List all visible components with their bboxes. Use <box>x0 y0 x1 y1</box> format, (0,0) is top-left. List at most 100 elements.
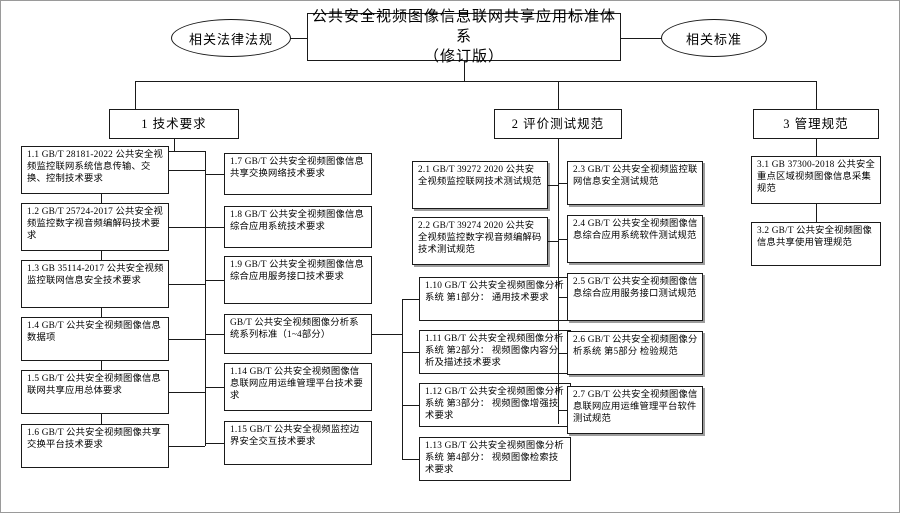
connector-1-15 <box>205 443 224 444</box>
connector-1-9 <box>205 280 224 281</box>
connector-root-stem <box>464 61 465 81</box>
leaf-text-2-4: 2.4 GB/T 公共安全视频图像信息综合应用系统软件测试规范 <box>573 219 698 241</box>
leaf-text-1-8: 1.8 GB/T 公共安全视频图像信息综合应用系统技术要求 <box>230 210 365 232</box>
leaf-text-analysis-series: GB/T 公共安全视频图像分析系统系列标准（1~4部分） <box>230 318 359 340</box>
leaf-text-1-13: 1.13 GB/T 公共安全视频图像分析系统 第4部分： 视频图像检索技术要求 <box>425 441 564 475</box>
category-label-eval: 2 评价测试规范 <box>511 117 605 131</box>
connector-1-5 <box>169 392 205 393</box>
leaf-box-1-5: 1.5 GB/T 公共安全视频图像信息联网共享应用总体要求 <box>21 370 169 414</box>
leaf-text-1-6: 1.6 GB/T 公共安全视频图像共享交换平台技术要求 <box>27 428 162 450</box>
connector-1-4 <box>169 339 205 340</box>
leaf-box-1-13: 1.13 GB/T 公共安全视频图像分析系统 第4部分： 视频图像检索技术要求 <box>419 437 571 481</box>
related-laws-ellipse: 相关法律法规 <box>171 19 291 57</box>
connector-main-bus <box>135 81 817 82</box>
connector-1-13 <box>402 459 419 460</box>
leaf-box-analysis-series: GB/T 公共安全视频图像分析系统系列标准（1~4部分） <box>224 314 372 354</box>
leaf-text-2-3: 2.3 GB/T 公共安全视频监控联网信息安全测试规范 <box>573 165 698 187</box>
leaf-text-1-14: 1.14 GB/T 公共安全视频图像信息联网应用运维管理平台技术要求 <box>230 367 363 401</box>
leaf-text-1-11: 1.11 GB/T 公共安全视频图像分析系统 第2部分： 视频图像内容分析及描述… <box>425 334 564 368</box>
leaf-text-3-1: 3.1 GB 37300-2018 公共安全重点区域视频图像信息采集规范 <box>757 160 876 194</box>
connector-series-out <box>372 334 402 335</box>
leaf-text-1-9: 1.9 GB/T 公共安全视频图像信息综合应用服务接口技术要求 <box>230 260 365 282</box>
leaf-box-2-3: 2.3 GB/T 公共安全视频监控联网信息安全测试规范 <box>567 161 703 205</box>
connector-laws-to-root <box>290 38 308 39</box>
connector-bus-to-cat1 <box>135 81 136 109</box>
connector-cat1-stem <box>174 139 175 151</box>
leaf-box-2-5: 2.5 GB/T 公共安全视频图像信息综合应用服务接口测试规范 <box>567 273 703 321</box>
root-title-line1: 公共安全视频图像信息联网共享应用标准体系 <box>311 8 616 45</box>
leaf-text-1-10: 1.10 GB/T 公共安全视频图像分析系统 第1部分： 通用技术要求 <box>425 281 564 303</box>
leaf-text-1-7: 1.7 GB/T 公共安全视频图像信息共享交换网络技术要求 <box>230 157 365 179</box>
connector-1-7 <box>205 174 224 175</box>
connector-analysis-series <box>205 334 224 335</box>
leaf-box-1-1: 1.1 GB/T 28181-2022 公共安全视频监控联网系统信息传输、交换、… <box>21 146 169 194</box>
leaf-text-2-5: 2.5 GB/T 公共安全视频图像信息综合应用服务接口测试规范 <box>573 277 698 299</box>
leaf-box-3-1: 3.1 GB 37300-2018 公共安全重点区域视频图像信息采集规范 <box>751 156 881 204</box>
connector-2-5 <box>558 297 567 298</box>
leaf-text-2-6: 2.6 GB/T 公共安全视频图像分析系统 第5部分 检验规范 <box>573 335 698 357</box>
connector-1-14 <box>205 387 224 388</box>
connector-2-7 <box>558 410 567 411</box>
leaf-text-1-1: 1.1 GB/T 28181-2022 公共安全视频监控联网系统信息传输、交换、… <box>27 150 164 184</box>
root-title-line2: （修订版） <box>423 49 504 66</box>
connector-1-10 <box>402 299 419 300</box>
connector-2-2 <box>548 241 558 242</box>
leaf-text-3-2: 3.2 GB/T 公共安全视频图像信息共享使用管理规范 <box>757 226 873 248</box>
leaf-box-2-1: 2.1 GB/T 39272 2020 公共安全视频监控联网技术测试规范 <box>412 161 548 209</box>
leaf-box-1-10: 1.10 GB/T 公共安全视频图像分析系统 第1部分： 通用技术要求 <box>419 277 571 321</box>
related-standards-label: 相关标准 <box>685 31 742 47</box>
leaf-box-1-6: 1.6 GB/T 公共安全视频图像共享交换平台技术要求 <box>21 424 169 468</box>
leaf-box-2-6: 2.6 GB/T 公共安全视频图像分析系统 第5部分 检验规范 <box>567 331 703 375</box>
connector-series-bus <box>402 299 403 459</box>
connector-root-to-standards <box>621 38 662 39</box>
root-title-box: 公共安全视频图像信息联网共享应用标准体系 （修订版） <box>307 9 621 65</box>
connector-2-6 <box>558 353 567 354</box>
category-label-manage: 3 管理规范 <box>783 117 849 131</box>
leaf-box-1-2: 1.2 GB/T 25724-2017 公共安全视频监控数字视音频编解码技术要求 <box>21 203 169 251</box>
leaf-text-2-7: 2.7 GB/T 公共安全视频图像信息联网应用运维管理平台软件测试规范 <box>573 390 698 424</box>
leaf-box-3-2: 3.2 GB/T 公共安全视频图像信息共享使用管理规范 <box>751 222 881 266</box>
leaf-text-1-5: 1.5 GB/T 公共安全视频图像信息联网共享应用总体要求 <box>27 374 162 396</box>
leaf-text-1-4: 1.4 GB/T 公共安全视频图像信息数据项 <box>27 321 162 343</box>
connector-3-1-to-3-2 <box>816 204 817 222</box>
connector-1-6 <box>169 446 205 447</box>
connector-2-4 <box>558 239 567 240</box>
leaf-text-1-2: 1.2 GB/T 25724-2017 公共安全视频监控数字视音频编解码技术要求 <box>27 207 164 241</box>
leaf-box-1-7: 1.7 GB/T 公共安全视频图像信息共享交换网络技术要求 <box>224 153 372 195</box>
connector-1-1 <box>169 170 205 171</box>
connector-cat3-stem <box>816 139 817 156</box>
category-label-tech: 1 技术要求 <box>141 117 207 131</box>
connector-1-11 <box>402 352 419 353</box>
leaf-box-1-9: 1.9 GB/T 公共安全视频图像信息综合应用服务接口技术要求 <box>224 256 372 304</box>
category-box-tech: 1 技术要求 <box>109 109 239 139</box>
related-standards-ellipse: 相关标准 <box>661 19 767 57</box>
connector-1-12 <box>402 405 419 406</box>
connector-cat2-stem <box>558 139 559 424</box>
leaf-box-1-15: 1.15 GB/T 公共安全视频监控边界安全交互技术要求 <box>224 421 372 465</box>
connector-1-3 <box>169 284 205 285</box>
leaf-text-1-15: 1.15 GB/T 公共安全视频监控边界安全交互技术要求 <box>230 425 360 447</box>
leaf-text-1-3: 1.3 GB 35114-2017 公共安全视频监控联网信息安全技术要求 <box>27 264 164 286</box>
leaf-box-2-4: 2.4 GB/T 公共安全视频图像信息综合应用系统软件测试规范 <box>567 215 703 263</box>
related-laws-label: 相关法律法规 <box>188 31 273 47</box>
leaf-box-1-8: 1.8 GB/T 公共安全视频图像信息综合应用系统技术要求 <box>224 206 372 248</box>
leaf-box-1-12: 1.12 GB/T 公共安全视频图像分析系统 第3部分： 视频图像增强技术要求 <box>419 383 571 427</box>
connector-2-1 <box>548 185 558 186</box>
leaf-box-1-3: 1.3 GB 35114-2017 公共安全视频监控联网信息安全技术要求 <box>21 260 169 308</box>
leaf-box-1-11: 1.11 GB/T 公共安全视频图像分析系统 第2部分： 视频图像内容分析及描述… <box>419 330 571 374</box>
leaf-box-1-14: 1.14 GB/T 公共安全视频图像信息联网应用运维管理平台技术要求 <box>224 363 372 411</box>
connector-1-2 <box>169 227 205 228</box>
leaf-box-1-4: 1.4 GB/T 公共安全视频图像信息数据项 <box>21 317 169 361</box>
leaf-text-2-1: 2.1 GB/T 39272 2020 公共安全视频监控联网技术测试规范 <box>418 165 542 187</box>
category-box-manage: 3 管理规范 <box>753 109 879 139</box>
category-box-eval: 2 评价测试规范 <box>494 109 622 139</box>
leaf-text-2-2: 2.2 GB/T 39274 2020 公共安全视频监控数字视音频编解码技术测试… <box>418 221 542 255</box>
connector-bus-to-cat2 <box>558 81 559 109</box>
connector-bus-to-cat3 <box>816 81 817 109</box>
connector-tech-bus-right <box>205 151 206 446</box>
connector-2-3 <box>558 183 567 184</box>
leaf-box-2-7: 2.7 GB/T 公共安全视频图像信息联网应用运维管理平台软件测试规范 <box>567 386 703 434</box>
leaf-text-1-12: 1.12 GB/T 公共安全视频图像分析系统 第3部分： 视频图像增强技术要求 <box>425 387 564 421</box>
connector-1-8 <box>205 227 224 228</box>
